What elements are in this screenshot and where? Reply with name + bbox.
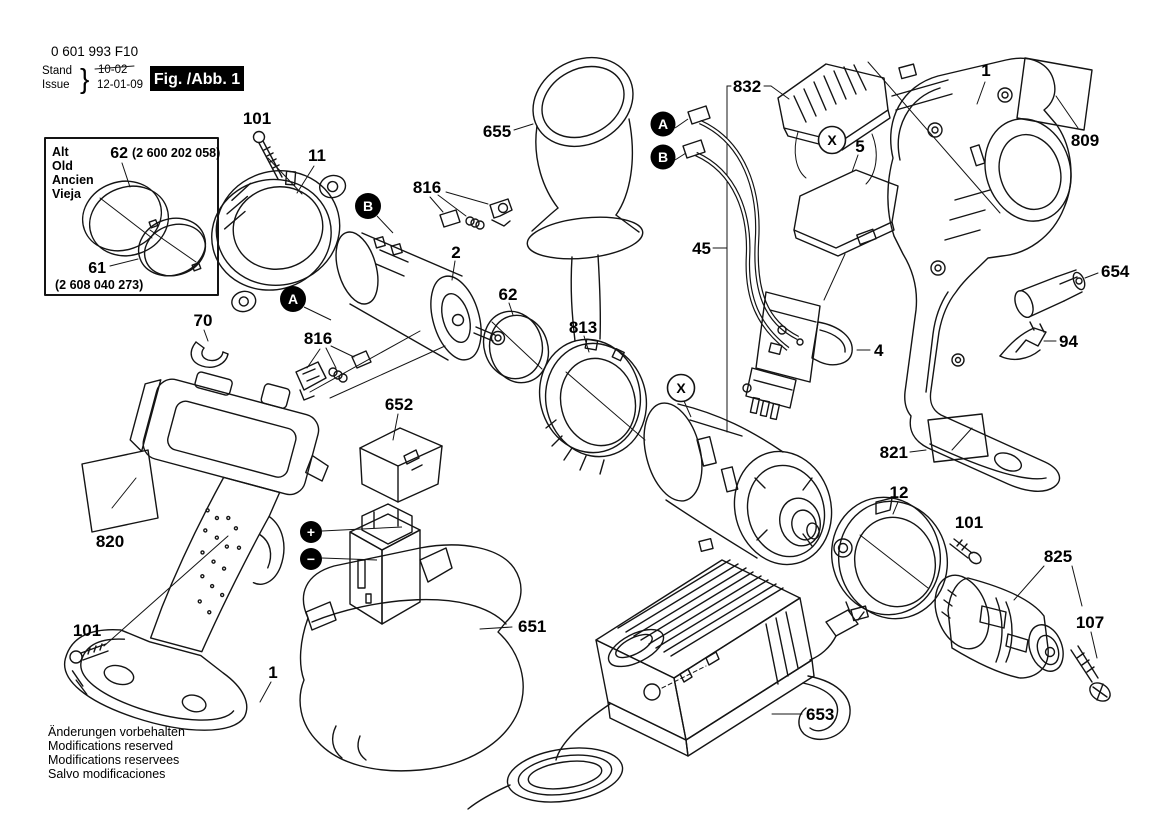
part-housing-right-1 [867,57,1072,492]
issue-date: 12-01-09 [97,79,143,91]
issue-label: Issue [42,79,70,91]
document-part-number: 0 601 993 F10 [51,44,138,59]
part-gearbox-x [643,402,833,566]
marker-b-motor: B [355,193,394,234]
callout-809-sticker: 809 [1071,131,1099,150]
part-cover-832 [777,63,891,185]
callout-62-ring: 62 [499,285,518,304]
part-clip-70 [190,329,229,368]
svg-text:B: B [363,198,373,214]
part-brush-set-816-upper [429,191,513,230]
inset-code-61: (2 608 040 273) [55,278,143,292]
inset-language-old: Old [52,159,73,173]
header: 0 601 993 F10 Stand Issue } 10-02 12-01-… [42,44,244,94]
part-ring-62 [482,302,550,384]
callout-70-clip: 70 [194,311,213,330]
callout-654-bit-holder: 654 [1101,262,1130,281]
footer-line-de: Änderungen vorbehalten [48,725,185,739]
marker-b-wire: B [650,144,687,170]
marker-minus-terminal: − [300,548,378,570]
part-screw-107 [1070,631,1111,702]
callout-107-chuck-screw: 107 [1076,613,1104,632]
part-plate-5 [793,154,899,301]
stand-label: Stand [42,65,72,77]
part-insert-652 [359,413,443,503]
marker-plus-terminal: + [300,521,403,543]
svg-text:+: + [307,524,315,540]
footer-line-fr: Modifications reservees [48,753,179,767]
callout-11-end-cap: 11 [308,146,326,165]
callout-652-insert: 652 [385,395,413,414]
svg-text:A: A [288,291,298,307]
footer-line-es: Salvo modificaciones [48,767,165,781]
part-chuck-825 [934,565,1083,679]
inset-language-ancien: Ancien [52,173,94,187]
part-bit-holder-654 [1014,269,1099,319]
callout-94-belt-clip: 94 [1059,332,1078,351]
callout-813-ring-gear: 813 [569,318,597,337]
callout-5-plate: 5 [855,137,864,156]
callout-1-housing-left: 1 [268,663,277,682]
svg-text:A: A [658,116,668,132]
part-brush-set-816-lower [295,330,446,401]
callout-101-flange-screw: 101 [955,513,983,532]
part-flange-12 [830,496,949,622]
part-clip-94 [999,321,1057,361]
part-label-820 [81,449,159,533]
marker-a-motor: A [280,286,332,321]
part-end-cap-11 [211,165,347,313]
part-label-821 [909,413,989,463]
callout-101-housing-screw: 101 [73,621,101,640]
part-screw-101-top [252,130,303,195]
callout-653-charger: 653 [806,705,834,724]
inset-language-vieja: Vieja [52,187,82,201]
callout-820-sticker: 820 [96,532,124,551]
footer-disclaimer: Änderungen vorbehalten Modifications res… [48,725,185,781]
part-screw-101-bottom [69,643,109,664]
superseded-date: 10-02 [98,64,127,76]
callout-825-chuck: 825 [1044,547,1072,566]
callout-45-wiring-set: 45 [692,239,711,258]
callout-12-flange: 12 [890,483,909,502]
part-ring-gear-813 [538,335,648,475]
date-brace: } [80,63,89,94]
inset-callout-62: 62 [110,145,128,162]
callout-655-funnel: 655 [483,122,511,141]
part-wire-leads [682,105,800,351]
callout-816-brush-lower: 816 [304,329,332,348]
part-switch-4 [742,291,871,421]
svg-text:−: − [307,551,315,567]
part-label-809 [1016,57,1093,131]
callout-821-sticker: 821 [880,443,908,462]
callout-4-switch: 4 [874,341,884,360]
part-housing-left-1 [63,371,329,731]
part-battery-651 [299,503,524,772]
figure-badge: Fig. /Abb. 1 [154,71,240,88]
marker-x-gearbox: X [666,373,696,418]
callout-101-cap-screw: 101 [243,109,271,128]
part-motor-2 [335,231,506,361]
inset-language-alt: Alt [52,145,70,159]
part-funnel-655 [513,56,644,342]
part-charger-653 [467,559,865,810]
marker-x-cover: X [817,125,847,155]
marker-a-wire: A [650,111,689,137]
footer-line-en: Modifications reserved [48,739,173,753]
callout-651-battery: 651 [518,617,546,636]
svg-text:X: X [827,132,837,148]
callout-2-motor: 2 [451,243,460,262]
callout-1-housing-right: 1 [981,61,990,80]
svg-text:B: B [658,149,668,165]
figure-badge-background [150,66,244,91]
inset-code-62: (2 600 202 058) [132,146,220,160]
svg-text:X: X [676,380,686,396]
part-screw-101-right [949,538,982,565]
inset-callout-61: 61 [88,260,106,277]
callout-832-cover: 832 [733,77,761,96]
callout-816-brush-upper: 816 [413,178,441,197]
